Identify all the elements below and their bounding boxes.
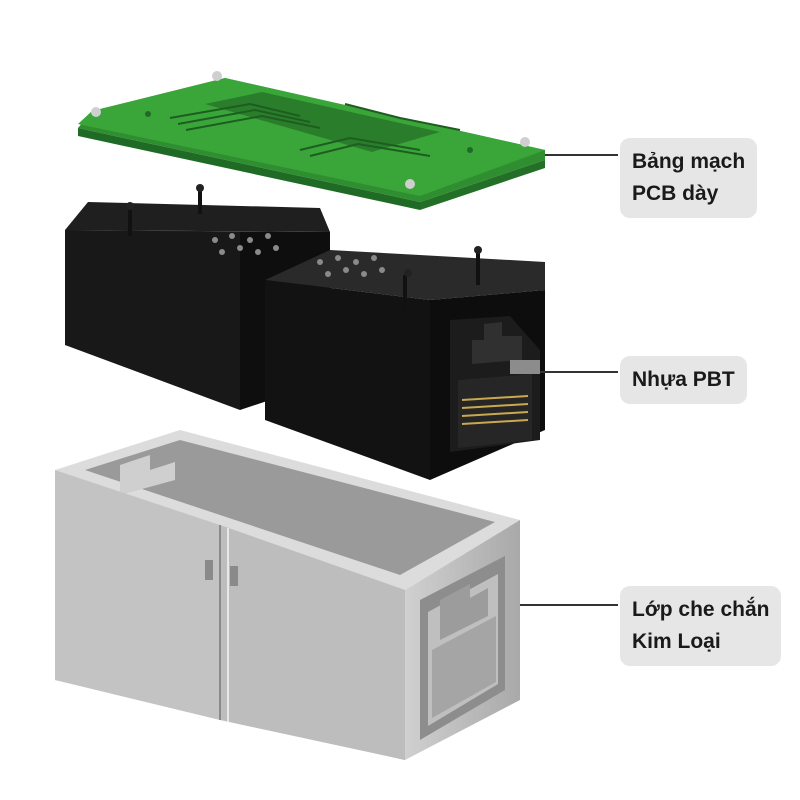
pbt-housing-left: [65, 184, 330, 410]
callout-pbt-line1: Nhựa PBT: [632, 368, 735, 391]
callout-shield: Lớp che chắn Kim Loại: [620, 586, 782, 666]
metal-shield: [55, 430, 520, 760]
callout-shield-line1: Lớp che chắn: [632, 598, 770, 621]
callout-pcb-line2: PCB dày: [632, 182, 719, 205]
pbt-housing-right: [265, 246, 545, 480]
callout-pbt: Nhựa PBT: [620, 356, 747, 404]
leader-lines: [520, 154, 618, 606]
callout-pcb-line1: Bảng mạch: [632, 150, 746, 173]
pcb-board: [78, 71, 545, 210]
callout-pcb: Bảng mạch PCB dày: [620, 138, 758, 218]
callout-shield-line2: Kim Loại: [632, 630, 721, 653]
